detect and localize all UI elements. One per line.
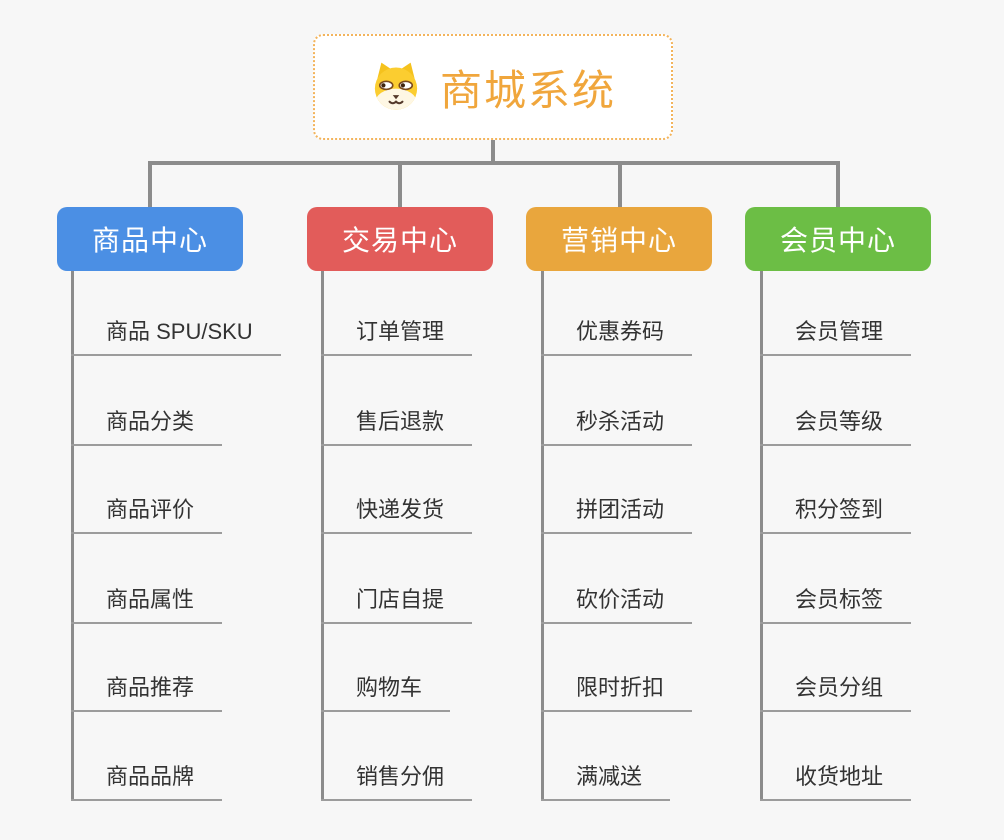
leaf-node[interactable]: 砍价活动 xyxy=(541,586,693,624)
branch-node-member-center[interactable]: 会员中心 xyxy=(745,207,931,271)
branch-node-marketing-center[interactable]: 营销中心 xyxy=(526,207,712,271)
leaf-node[interactable]: 积分签到 xyxy=(760,496,912,534)
leaf-node[interactable]: 快递发货 xyxy=(321,496,473,534)
leaf-node[interactable]: 拼团活动 xyxy=(541,496,693,534)
leaf-node[interactable]: 购物车 xyxy=(321,674,451,712)
leaf-node[interactable]: 满减送 xyxy=(541,763,671,801)
root-label: 商城系统 xyxy=(439,66,616,114)
dog-face-icon xyxy=(374,62,418,110)
branch-label: 商品中心 xyxy=(91,225,208,256)
branch-node-product-center[interactable]: 商品中心 xyxy=(57,207,243,271)
leaf-node[interactable]: 商品推荐 xyxy=(71,674,223,712)
leaf-node[interactable]: 限时折扣 xyxy=(541,674,693,712)
leaf-node[interactable]: 商品 SPU/SKU xyxy=(71,318,281,356)
leaf-node[interactable]: 秒杀活动 xyxy=(541,408,693,446)
leaf-node[interactable]: 订单管理 xyxy=(321,318,473,356)
connector-trunk xyxy=(71,271,74,801)
leaf-node[interactable]: 会员分组 xyxy=(760,674,912,712)
leaf-node[interactable]: 商品分类 xyxy=(71,408,223,446)
connector-drop xyxy=(836,163,840,207)
leaf-node[interactable]: 商品属性 xyxy=(71,586,223,624)
branch-label: 会员中心 xyxy=(779,225,896,256)
connector-trunk xyxy=(760,271,763,801)
leaf-node[interactable]: 会员标签 xyxy=(760,586,912,624)
leaf-node[interactable]: 优惠券码 xyxy=(541,318,693,356)
branch-label: 交易中心 xyxy=(341,225,458,256)
leaf-node[interactable]: 售后退款 xyxy=(321,408,473,446)
connector-root-stub xyxy=(491,139,495,165)
connector-trunk xyxy=(541,271,544,801)
branch-label: 营销中心 xyxy=(560,225,677,256)
leaf-node[interactable]: 商品品牌 xyxy=(71,763,223,801)
leaf-node[interactable]: 销售分佣 xyxy=(321,763,473,801)
leaf-node[interactable]: 会员等级 xyxy=(760,408,912,446)
leaf-node[interactable]: 门店自提 xyxy=(321,586,473,624)
root-node[interactable]: 商城系统 xyxy=(313,34,673,140)
leaf-node[interactable]: 会员管理 xyxy=(760,318,912,356)
leaf-node[interactable]: 收货地址 xyxy=(760,763,912,801)
branch-node-trade-center[interactable]: 交易中心 xyxy=(307,207,493,271)
connector-drop xyxy=(618,163,622,207)
connector-bus xyxy=(148,161,840,165)
connector-drop xyxy=(398,163,402,207)
connector-trunk xyxy=(321,271,324,801)
connector-drop xyxy=(148,163,152,207)
leaf-node[interactable]: 商品评价 xyxy=(71,496,223,534)
